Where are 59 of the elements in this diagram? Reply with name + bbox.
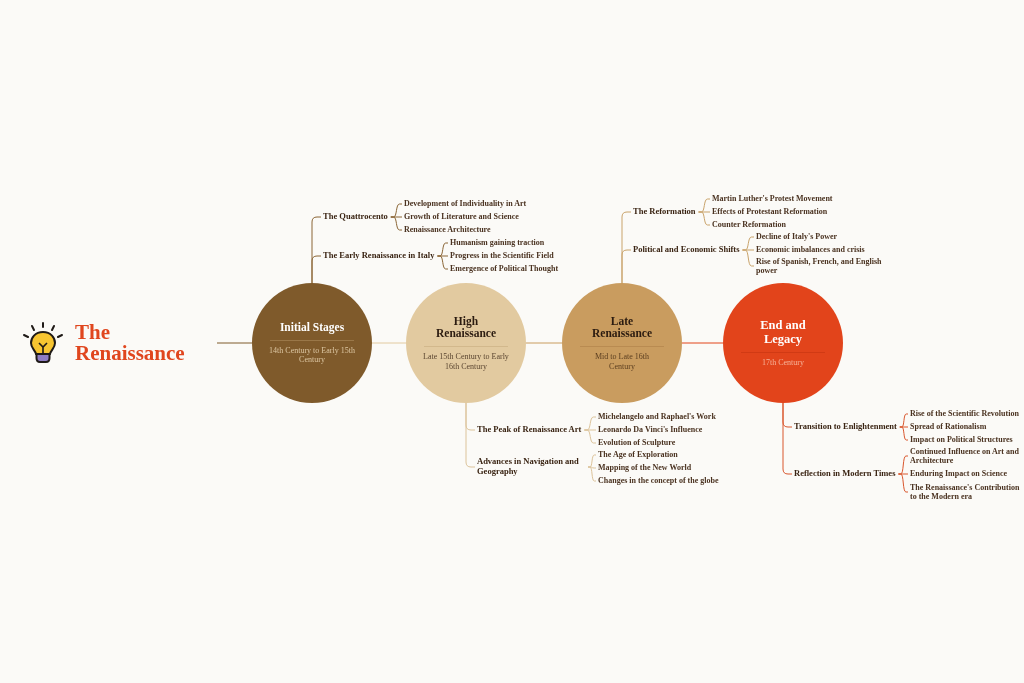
subtopic-label: Economic imbalances and crisis bbox=[756, 245, 865, 255]
subtopic-label: Martin Luther's Protest Movement bbox=[712, 194, 833, 204]
connector-line bbox=[436, 255, 449, 270]
connector-line bbox=[311, 255, 322, 284]
subtopic-label: Progress in the Scientific Field bbox=[450, 251, 554, 261]
subtopic-label: Development of Individuality in Art bbox=[404, 199, 527, 209]
subtopic-label: Michelangelo and Raphael's Work bbox=[598, 412, 716, 422]
subtopic-label: Renaissance Architecture bbox=[404, 225, 491, 235]
subtopic-label: Emergence of Political Thought bbox=[450, 264, 559, 274]
connector-line bbox=[587, 466, 597, 469]
connector-line bbox=[216, 342, 253, 344]
topic-label: Advances in Navigation and Geography bbox=[477, 457, 585, 477]
connector-line bbox=[698, 211, 711, 226]
phase-title: End and Legacy bbox=[759, 318, 807, 347]
connector-line bbox=[465, 402, 476, 468]
subtopic-label: Growth of Literature and Science bbox=[404, 212, 519, 222]
subtopic-label: Evolution of Sculpture bbox=[598, 438, 676, 448]
topic-label: The Reformation bbox=[633, 207, 696, 217]
period-text: Mid to Late 16th Century bbox=[594, 352, 650, 372]
subtopic-label: The Renaissance's Contribution to the Modern era bbox=[910, 482, 1022, 502]
subtopic-label: Effects of Protestant Reformation bbox=[712, 207, 828, 217]
connector-line bbox=[587, 466, 597, 482]
subtopic-label: The Age of Exploration bbox=[598, 450, 678, 460]
topic-label: The Quattrocento bbox=[323, 212, 388, 222]
connector-line bbox=[742, 249, 755, 267]
topic-label: Transition to Enlightenment bbox=[794, 422, 897, 432]
phase-title: Initial Stages bbox=[279, 320, 345, 334]
phase-title: High Renaissance bbox=[434, 314, 498, 341]
connector-line bbox=[899, 426, 909, 428]
topic-label: The Early Renaissance in Italy bbox=[323, 251, 435, 261]
connector-line bbox=[899, 426, 909, 441]
subtopic-label: Humanism gaining traction bbox=[450, 238, 545, 248]
topic-label: Political and Economic Shifts bbox=[633, 245, 740, 255]
topic-label: Reflection in Modern Times bbox=[794, 469, 896, 479]
title-text: The Renaissance bbox=[75, 322, 186, 364]
subtopic-label: Decline of Italy's Power bbox=[756, 232, 838, 242]
period-text: 17th Century bbox=[762, 358, 804, 368]
subtopic-label: Mapping of the New World bbox=[598, 463, 692, 473]
connector-line bbox=[371, 342, 407, 344]
connector-line bbox=[583, 429, 597, 444]
subtopic-label: Changes in the concept of the globe bbox=[598, 476, 719, 486]
period-text: 14th Century to Early 15th Century bbox=[268, 345, 356, 366]
connector-line bbox=[621, 249, 632, 284]
subtopic-label: Counter Reformation bbox=[712, 220, 786, 230]
subtopic-label: Continued Influence on Art and Architecture bbox=[910, 446, 1022, 466]
phase-title: Late Renaissance bbox=[590, 314, 654, 341]
connector-line bbox=[681, 342, 724, 344]
connector-line bbox=[390, 216, 403, 231]
subtopic-label: Impact on Political Structures bbox=[910, 435, 1013, 445]
subtopic-label: Spread of Rationalism bbox=[910, 422, 987, 432]
connector-line bbox=[525, 342, 563, 344]
subtopic-label: Rise of Spanish, French, and English power bbox=[756, 256, 890, 276]
subtopic-label: Enduring Impact on Science bbox=[910, 469, 1008, 479]
connector-line bbox=[897, 473, 909, 493]
period-text: Late 15th Century to Early 16th Century bbox=[422, 352, 510, 372]
subtopic-label: Leonardo Da Vinci's Influence bbox=[598, 425, 703, 435]
topic-label: The Peak of Renaissance Art bbox=[477, 425, 582, 435]
subtopic-label: Rise of the Scientific Revolution bbox=[910, 409, 1019, 419]
connector-line bbox=[899, 413, 909, 428]
